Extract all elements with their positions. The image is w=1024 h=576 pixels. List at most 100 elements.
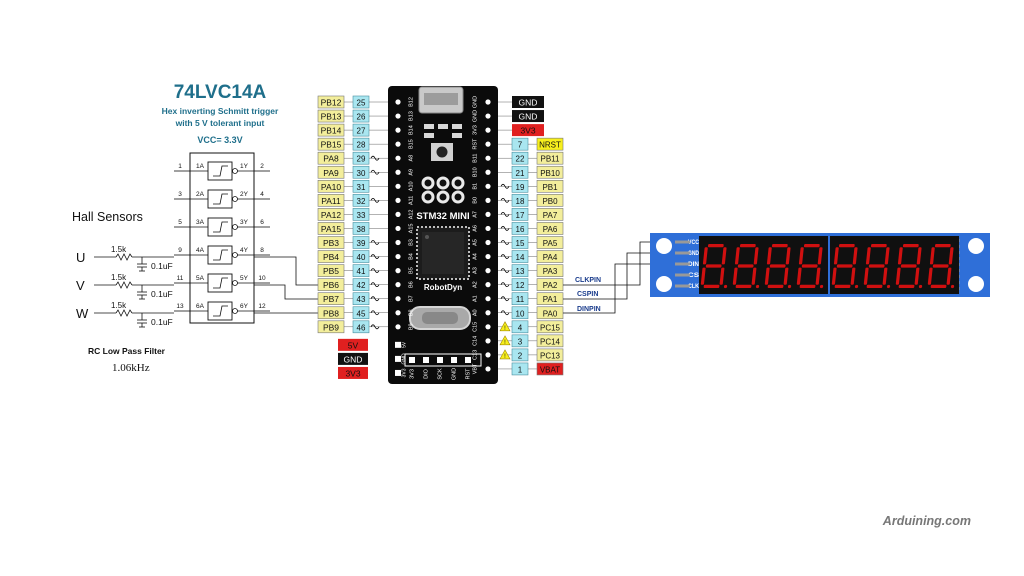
silkscreen-label: RST xyxy=(465,368,471,380)
pin-pad xyxy=(451,357,457,363)
hysteresis-symbol xyxy=(213,249,228,261)
ic-pin-name: 4A xyxy=(196,247,205,254)
digit-segment xyxy=(898,284,915,288)
warning-icon xyxy=(499,321,511,332)
bottom-header xyxy=(404,353,482,367)
pwm-wave-icon xyxy=(500,310,510,316)
silkscreen-label: A0 xyxy=(472,309,478,316)
port-label: PA15 xyxy=(321,224,341,234)
port-label: PC14 xyxy=(540,337,561,346)
ic-pin-number: 2 xyxy=(260,163,264,170)
inverter-bubble xyxy=(232,280,238,286)
capacitor-value: 0.1uF xyxy=(151,261,173,271)
digit-segment xyxy=(870,244,887,248)
seven-segment-digit xyxy=(863,244,891,289)
port-label-box xyxy=(536,151,564,165)
inverter-bubble xyxy=(232,252,238,258)
smd-part xyxy=(424,133,434,138)
ic-pin-number: 13 xyxy=(176,303,184,310)
port-label: PA7 xyxy=(543,211,558,220)
mount-hole-top-left xyxy=(656,238,672,254)
seven-segment-digit xyxy=(927,244,955,289)
pin-hole xyxy=(395,169,401,175)
pwm-wave-icon xyxy=(500,197,510,203)
port-label: PA5 xyxy=(543,239,558,248)
warning-mark: ! xyxy=(504,340,506,346)
ic-vcc-label: VCC= 3.3V xyxy=(197,135,242,145)
port-label: PB11 xyxy=(541,155,561,164)
port-label: PA0 xyxy=(543,309,558,318)
port-label: PB9 xyxy=(323,322,339,332)
silkscreen-label: B13 xyxy=(408,111,414,121)
silkscreen-label: C14 xyxy=(472,336,478,346)
port-label: PA2 xyxy=(543,281,558,290)
pin-hole xyxy=(485,324,491,330)
port-label: PB13 xyxy=(321,112,342,122)
power-label-box xyxy=(338,366,368,379)
credit: Arduining.com xyxy=(882,514,971,528)
wire-5y-pb7 xyxy=(254,284,318,300)
smd-part xyxy=(452,133,462,138)
smd-part xyxy=(438,124,448,129)
port-label: PB8 xyxy=(323,308,339,318)
power-label: 3V3 xyxy=(520,126,535,136)
ic-pin-number: 1 xyxy=(178,163,182,170)
digit-segment xyxy=(719,267,725,285)
pin-hole xyxy=(485,183,491,189)
pwm-wave-icon xyxy=(500,282,510,288)
pin-hole xyxy=(485,169,491,175)
digit-segment xyxy=(900,264,917,268)
resistor-value: 1.5k xyxy=(111,301,127,310)
digit-segment xyxy=(817,247,823,265)
pin-hole xyxy=(395,239,401,246)
port-label: PA1 xyxy=(543,295,558,304)
ic-pin-name: 2Y xyxy=(240,191,249,198)
port-label: NRST xyxy=(539,141,561,150)
silkscreen-label: 3V3 xyxy=(472,125,478,135)
pwm-wave-icon xyxy=(500,212,510,217)
silkscreen-label: 3V3 xyxy=(409,369,415,379)
ic-pin-name: 6Y xyxy=(240,303,249,310)
port-label: PC15 xyxy=(540,323,561,332)
pin-hole xyxy=(395,310,401,316)
digit-segment xyxy=(764,267,770,285)
digit-segment xyxy=(927,267,933,285)
capacitor-value: 0.1uF xyxy=(151,289,173,299)
hall-phase-label: U xyxy=(76,250,85,265)
digit-segment xyxy=(721,247,727,265)
port-label: PA3 xyxy=(543,267,558,276)
silkscreen-label: B9 xyxy=(408,323,414,330)
pin-hole xyxy=(485,197,491,203)
hysteresis-symbol xyxy=(213,193,228,205)
digit-segment xyxy=(707,244,724,248)
pin-hole xyxy=(395,324,401,330)
pin-hole xyxy=(485,253,491,260)
digit-segment xyxy=(850,267,856,285)
display-pin-label: VCC xyxy=(688,240,700,246)
power-label: 3V3 xyxy=(345,368,360,378)
digit-segment xyxy=(882,267,888,285)
warning-mark: ! xyxy=(504,326,506,332)
hysteresis-symbol xyxy=(213,277,228,289)
pin-hole xyxy=(485,366,491,372)
ic-pin-name: 3Y xyxy=(240,219,249,226)
ic-pin-number: 5 xyxy=(178,219,182,226)
digit-segment xyxy=(751,267,757,285)
silkscreen-label: A3 xyxy=(472,267,478,274)
pin-hole xyxy=(485,141,491,147)
silkscreen-label: RST xyxy=(472,138,478,150)
silkscreen-label: B4 xyxy=(408,253,414,260)
wire-4y-pb6 xyxy=(254,256,318,286)
filter-label: RC Low Pass Filter xyxy=(88,346,166,356)
pin-number: 39 xyxy=(357,239,366,248)
power-label: 5V xyxy=(348,340,359,350)
digit-segment xyxy=(737,264,754,268)
ic-pin-name: 2A xyxy=(196,191,205,198)
silkscreen-label: C15 xyxy=(472,322,478,332)
pin-hole xyxy=(395,282,401,288)
digit-segment xyxy=(739,244,756,248)
digit-segment xyxy=(863,267,869,285)
pin-pad xyxy=(395,341,401,348)
silkscreen-label: B7 xyxy=(408,295,414,302)
